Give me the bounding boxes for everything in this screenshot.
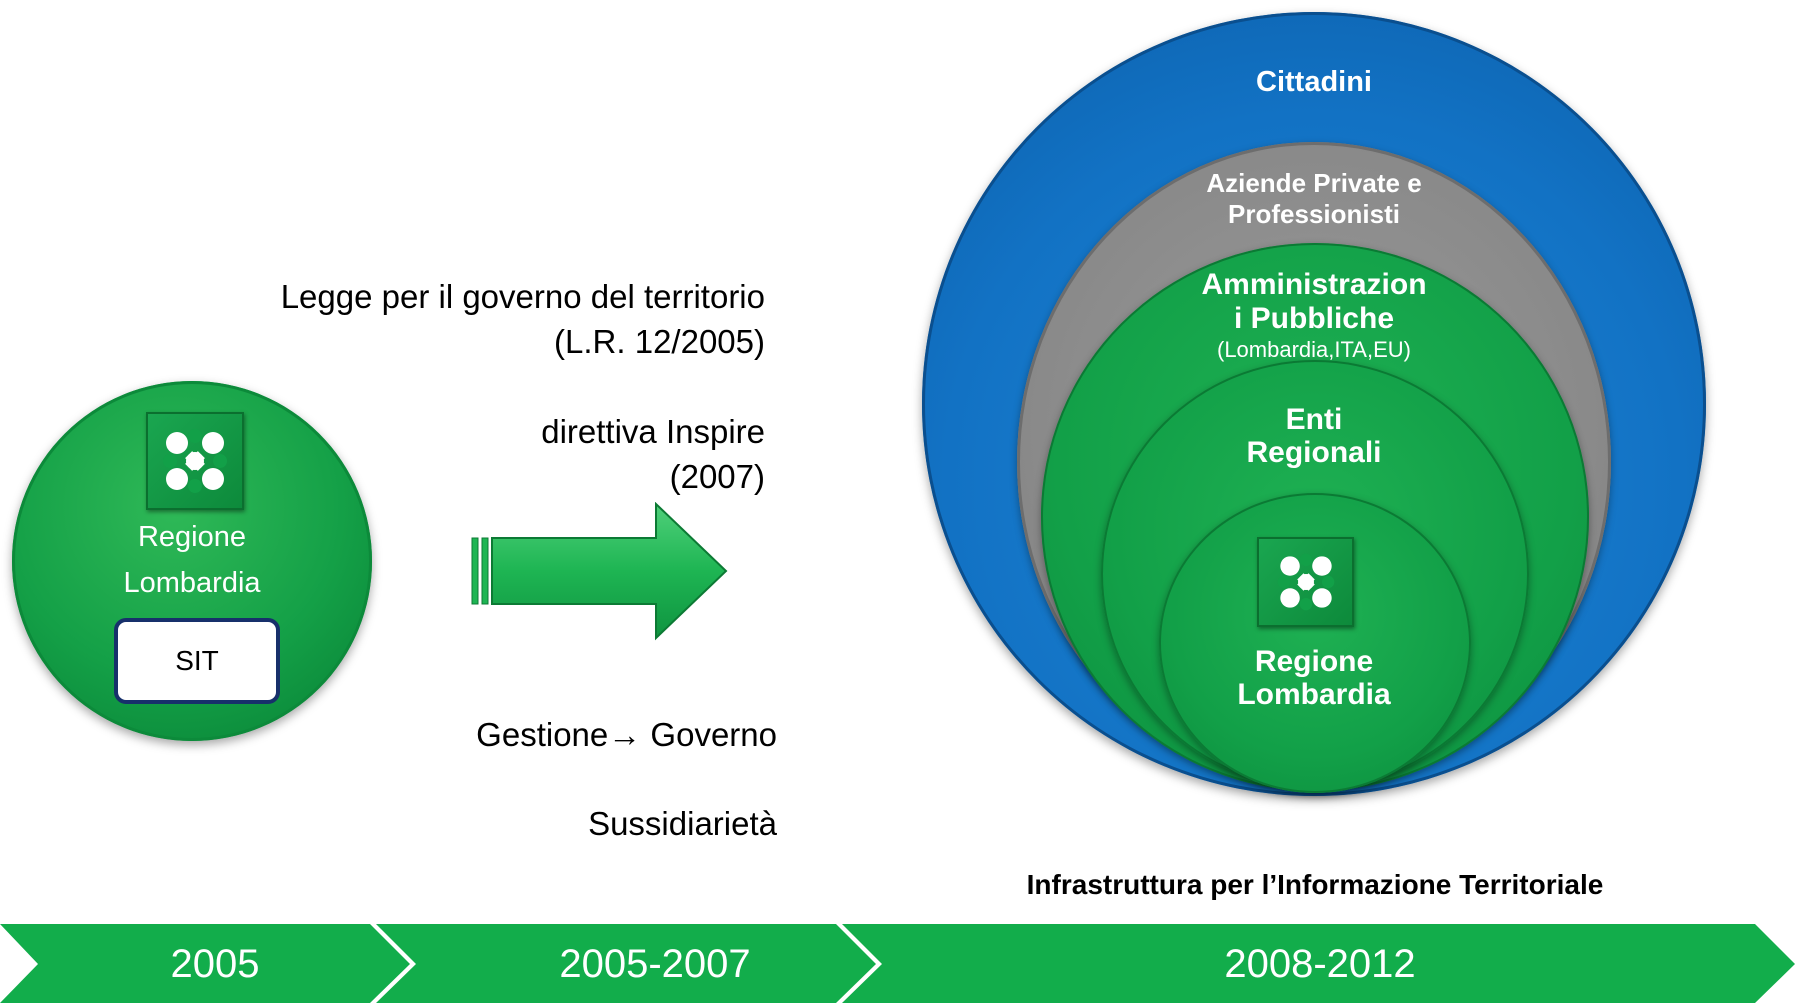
infrastruttura-title: Infrastruttura per l’Informazione Territ…	[1026, 869, 1604, 900]
timeline-label-2005-2007: 2005-2007	[559, 942, 751, 986]
timeline-segment-2005	[0, 924, 410, 1003]
regione-lombardia-logo-icon-right	[1257, 537, 1354, 627]
left-region-label-line2: Lombardia	[123, 567, 261, 599]
direttiva-text-line2: (2007)	[669, 458, 765, 495]
direttiva-text-line1: direttiva Inspire	[541, 413, 765, 450]
transition-arrow-icon	[471, 502, 728, 641]
regione-lombardia-logo-icon	[146, 412, 244, 510]
regione-inner-label-line1: Regione	[1254, 645, 1374, 678]
legge-text-line1: Legge per il governo del territorio	[280, 278, 765, 315]
sussidiarieta-text: Sussidiarietà	[588, 805, 777, 842]
amministrazioni-label-line3: (Lombardia,ITA,EU)	[1217, 337, 1411, 362]
sit-box: SIT	[114, 618, 280, 704]
amministrazioni-label-line2: i Pubbliche	[1233, 302, 1395, 335]
legge-text-line2: (L.R. 12/2005)	[554, 323, 765, 360]
timeline-segment-2008-2012	[842, 924, 1795, 1003]
cittadini-label: Cittadini	[1256, 66, 1372, 98]
timeline-label-2008-2012: 2008-2012	[1224, 942, 1416, 986]
amministrazioni-label-line1: Amministrazion	[1201, 268, 1427, 301]
regione-inner-label-line2: Lombardia	[1237, 678, 1391, 711]
enti-label-line2: Regionali	[1246, 436, 1382, 469]
timeline-bar	[0, 924, 1795, 1003]
enti-label-line1: Enti	[1285, 403, 1343, 436]
timeline-label-2005: 2005	[170, 942, 260, 986]
left-region-label-line1: Regione	[137, 521, 247, 553]
aziende-label-line1: Aziende Private e	[1206, 168, 1422, 198]
gestione-governo-text: Gestione→ Governo	[476, 716, 777, 753]
aziende-label-line2: Professionisti	[1228, 199, 1400, 229]
timeline-segment-2005-2007	[376, 924, 876, 1003]
